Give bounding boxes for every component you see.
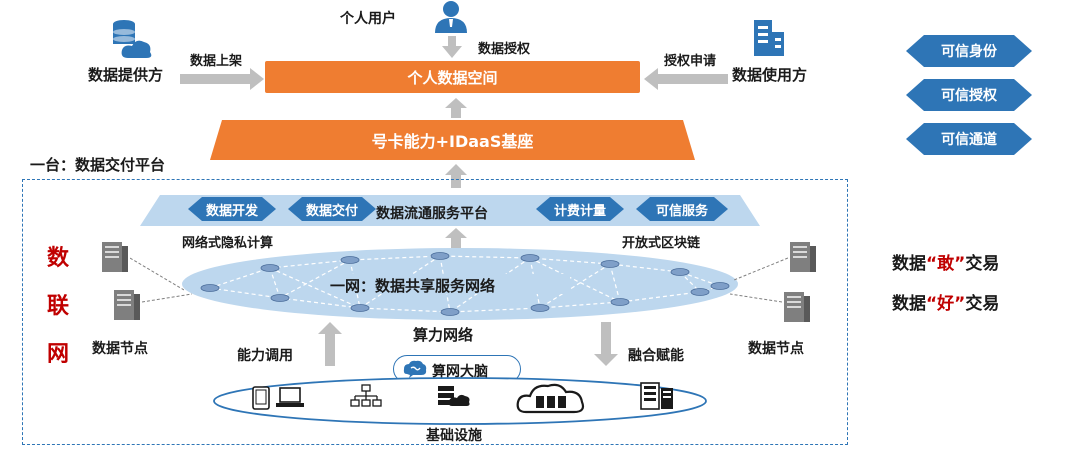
side-char-3: 网 <box>47 342 70 367</box>
tag-billing: 计费计量 <box>536 197 624 221</box>
personal-user-label: 个人用户 <box>340 11 396 27</box>
fusion-enable-label: 融合赋能 <box>628 348 684 364</box>
cloud-server-icon <box>438 386 470 406</box>
arrow-up-space <box>445 98 467 118</box>
node-link-left-bottom <box>142 293 192 303</box>
platform-title: 一台：数据交付平台 <box>30 156 166 174</box>
trade-1-mark: “敢” <box>926 254 966 274</box>
capability-call-label: 能力调用 <box>237 348 293 364</box>
arrow-down-user <box>442 36 462 58</box>
trust-authorization: 可信授权 <box>906 79 1032 111</box>
server-icon <box>790 242 816 272</box>
idaas-base: 号卡能力+IDaaS基座 <box>210 120 695 160</box>
brain-icon <box>403 360 427 378</box>
trade-2-pre: 数据 <box>892 294 926 314</box>
trust-identity: 可信身份 <box>906 35 1032 67</box>
node-link-right-top <box>734 257 788 281</box>
data-node-left-label: 数据节点 <box>92 341 148 357</box>
flow-platform-label: 数据流通服务平台 <box>376 206 488 222</box>
data-sharing-network <box>182 248 738 320</box>
tablet-icon <box>252 386 270 410</box>
network-name-label: 一网：数据共享服务网络 <box>330 277 496 295</box>
trade-1-post: 交易 <box>965 254 1000 274</box>
node-link-left-top <box>130 257 184 291</box>
tag-data-dev: 数据开发 <box>188 197 276 221</box>
arrow-up-capability <box>318 322 342 366</box>
data-authorize-label: 数据授权 <box>478 42 531 57</box>
trust-channel: 可信通道 <box>906 123 1032 155</box>
auth-apply-label: 授权申请 <box>664 54 717 69</box>
personal-data-space: 个人数据空间 <box>265 61 640 93</box>
rack-icon <box>640 382 673 410</box>
side-char-2: 联 <box>47 294 70 319</box>
platform-frame <box>22 179 848 445</box>
arrow-up-network <box>445 228 467 248</box>
trade-slogan-1: 数据“敢”交易 <box>892 249 999 274</box>
server-icon <box>102 242 128 272</box>
server-icon <box>114 290 140 320</box>
arrow-left-apply <box>644 68 728 90</box>
privacy-compute-label: 网络式隐私计算 <box>182 236 274 251</box>
tag-data-delivery: 数据交付 <box>288 197 376 221</box>
blockchain-label: 开放式区块链 <box>622 236 701 251</box>
data-listing-label: 数据上架 <box>190 54 243 69</box>
side-char-1: 数 <box>47 246 70 271</box>
laptop-icon <box>276 387 304 407</box>
trade-2-mark: “好” <box>926 294 966 314</box>
arrow-up-platform <box>445 164 467 188</box>
network-icon <box>350 384 382 407</box>
data-node-right-label: 数据节点 <box>748 341 804 357</box>
trade-2-post: 交易 <box>965 294 1000 314</box>
idaas-base-bar: 号卡能力+IDaaS基座 <box>210 120 695 160</box>
building-icon <box>754 20 784 56</box>
trade-1-pre: 数据 <box>892 254 926 274</box>
node-link-right-bottom <box>730 293 782 303</box>
compute-network-label: 算力网络 <box>413 326 474 344</box>
data-provider-label: 数据提供方 <box>88 66 164 84</box>
user-icon <box>435 1 467 33</box>
tag-trusted-service: 可信服务 <box>636 197 728 221</box>
infrastructure-label: 基础设施 <box>426 428 482 444</box>
database-cloud-icon <box>113 20 152 58</box>
data-user-label: 数据使用方 <box>732 66 808 84</box>
arrow-right-listing <box>180 68 264 90</box>
server-icon <box>784 292 810 322</box>
trade-slogan-2: 数据“好”交易 <box>892 289 999 314</box>
cloud-datacenter-icon <box>516 383 585 414</box>
brain-label: 算网大脑 <box>432 364 488 380</box>
arrow-down-fusion <box>594 322 618 366</box>
